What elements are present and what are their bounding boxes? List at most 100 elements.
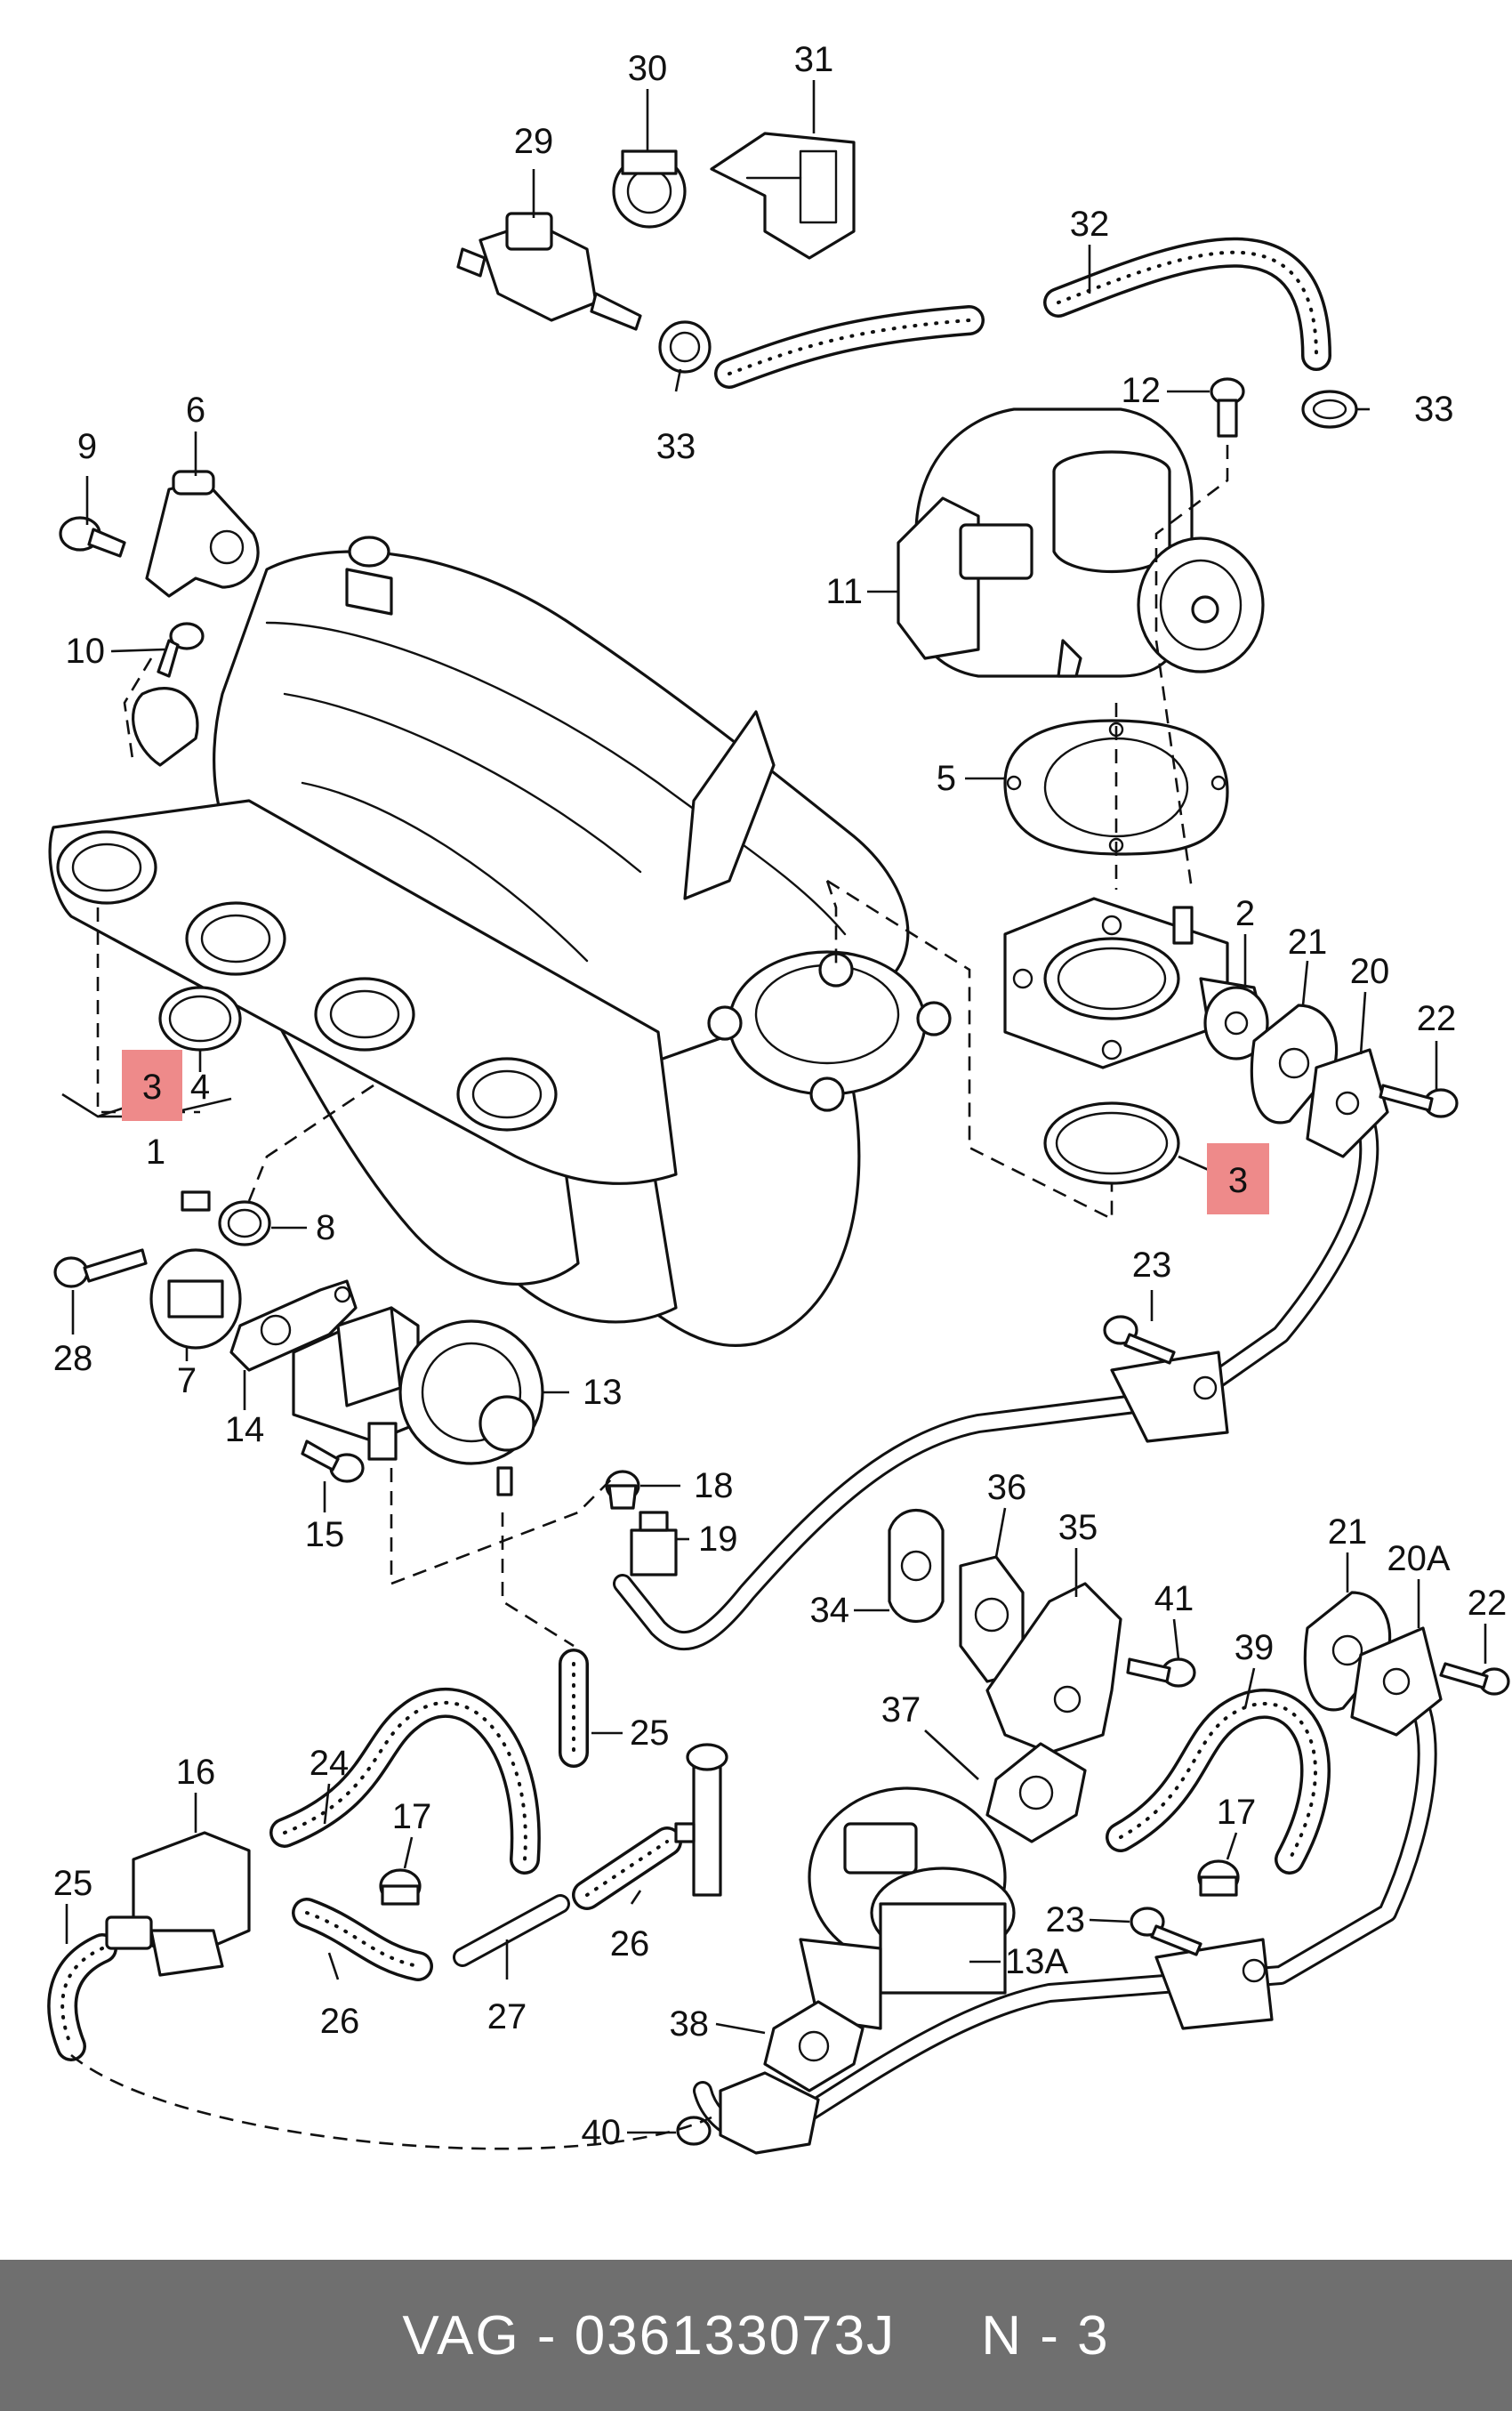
part-number-footer: VAG - 036133073J N - 3 xyxy=(0,2260,1512,2411)
callout-25-left: 25 xyxy=(53,1864,93,1903)
callout-3-right: 3 xyxy=(1228,1161,1248,1200)
bracket-6 xyxy=(145,470,260,598)
fitting-26-t xyxy=(674,1743,728,1897)
gasket-34 xyxy=(888,1509,945,1623)
callout-13: 13 xyxy=(583,1373,623,1412)
tube-27 xyxy=(453,1894,570,1967)
exploded-parts-diagram: 30 31 29 32 33 33 6 9 12 11 10 5 2 21 20… xyxy=(47,40,1510,2155)
callout-40: 40 xyxy=(582,2113,622,2152)
bracket-35 xyxy=(985,1582,1122,1754)
hose-24 xyxy=(269,1687,541,1875)
callout-14: 14 xyxy=(225,1410,265,1449)
callout-8: 8 xyxy=(316,1208,335,1247)
assembly-line xyxy=(70,2053,712,2150)
hose-26-left xyxy=(292,1898,433,1981)
callout-33-right: 33 xyxy=(1414,390,1454,429)
fitting-17-left xyxy=(379,1868,422,1906)
callout-26-right: 26 xyxy=(610,1924,650,1963)
fitting-17-right xyxy=(1197,1859,1240,1897)
callout-38: 38 xyxy=(670,2004,710,2044)
flange-20A xyxy=(1350,1626,1443,1737)
callout-11: 11 xyxy=(825,572,863,611)
callout-28: 28 xyxy=(53,1339,93,1378)
bolt-12 xyxy=(1210,377,1245,438)
callout-32: 32 xyxy=(1070,205,1110,244)
callout-21-lower: 21 xyxy=(1328,1512,1368,1552)
callout-31: 31 xyxy=(794,40,834,79)
intake-manifold xyxy=(48,536,952,1347)
valve-16 xyxy=(105,1831,251,1977)
o-ring-3-left xyxy=(158,986,242,1052)
assembly-line xyxy=(123,657,153,766)
bolt-23-upper xyxy=(1103,1315,1176,1365)
assembly-line xyxy=(247,1084,374,1202)
callout-21-upper: 21 xyxy=(1288,923,1328,962)
bolt-15 xyxy=(301,1439,365,1483)
callout-29: 29 xyxy=(514,122,554,161)
callout-36: 36 xyxy=(987,1468,1027,1507)
callout-10: 10 xyxy=(66,632,106,671)
flange-2 xyxy=(1003,897,1269,1069)
callout-17-left: 17 xyxy=(392,1797,432,1836)
callout-7: 7 xyxy=(177,1361,197,1400)
callout-15: 15 xyxy=(305,1515,345,1554)
cap-8 xyxy=(218,1200,271,1246)
bolt-23-lower xyxy=(1130,1907,1202,1956)
hose-32 xyxy=(714,237,1331,389)
callout-41: 41 xyxy=(1154,1579,1194,1618)
callout-19: 19 xyxy=(698,1520,738,1559)
bolt-22-lower xyxy=(1439,1662,1510,1696)
callout-23-lower: 23 xyxy=(1046,1900,1086,1939)
assembly-line xyxy=(1154,445,1229,891)
hose-25-left xyxy=(47,1933,117,2061)
hose-26-right xyxy=(572,1826,682,1910)
bolt-41 xyxy=(1126,1657,1196,1688)
assembly-line xyxy=(825,880,838,970)
callout-26-left: 26 xyxy=(320,2002,360,2041)
callout-22-lower: 22 xyxy=(1468,1584,1508,1623)
callout-labels: 30 31 29 32 33 33 6 9 12 11 10 5 2 21 20… xyxy=(53,40,1508,2152)
gasket-14 xyxy=(229,1279,358,1372)
callout-20: 20 xyxy=(1350,952,1390,991)
callout-35: 35 xyxy=(1058,1508,1098,1547)
brand-label: VAG xyxy=(402,2304,520,2367)
callout-30: 30 xyxy=(628,49,668,88)
callout-5: 5 xyxy=(937,759,956,798)
highlight-box xyxy=(1207,1143,1269,1214)
bolt-9 xyxy=(59,516,126,558)
callout-37: 37 xyxy=(881,1690,921,1730)
bolt-28 xyxy=(53,1248,148,1288)
spacer xyxy=(896,2305,981,2367)
highlight-box xyxy=(122,1050,182,1121)
gasket-37 xyxy=(985,1742,1087,1843)
assembly-line xyxy=(826,879,1114,1222)
assembly-line xyxy=(501,1512,575,1648)
callout-2: 2 xyxy=(1235,894,1255,933)
callout-25-right: 25 xyxy=(630,1714,670,1753)
valve-29 xyxy=(456,212,642,331)
pipe-20 xyxy=(613,1085,1379,1651)
clamp-33-right xyxy=(1301,390,1358,429)
callout-3-left: 3 xyxy=(142,1068,162,1107)
callout-12: 12 xyxy=(1122,371,1162,410)
callout-20A: 20A xyxy=(1387,1539,1450,1578)
callout-17-right: 17 xyxy=(1217,1793,1257,1832)
part-number: 036133073J xyxy=(574,2304,897,2367)
clamp-33-left xyxy=(658,320,712,374)
assembly-line xyxy=(390,1468,615,1585)
callout-23-upper: 23 xyxy=(1132,1246,1172,1285)
hose-39 xyxy=(1106,1689,1331,1875)
callout-leaders xyxy=(61,80,1487,2134)
callout-39: 39 xyxy=(1235,1628,1275,1667)
egr-valve-13 xyxy=(292,1306,544,1496)
bolt-22-upper xyxy=(1379,1084,1459,1118)
callout-13A: 13A xyxy=(1005,1942,1068,1981)
flange-40 xyxy=(676,2071,820,2155)
egr-valve-13A xyxy=(799,1786,1016,2030)
part-number-caption: VAG - 036133073J N - 3 xyxy=(402,2304,1109,2367)
callout-18: 18 xyxy=(694,1466,734,1505)
callout-6: 6 xyxy=(186,391,205,430)
gasket-5 xyxy=(1003,719,1229,856)
bracket-31 xyxy=(710,132,856,260)
callout-33-left: 33 xyxy=(656,427,696,466)
